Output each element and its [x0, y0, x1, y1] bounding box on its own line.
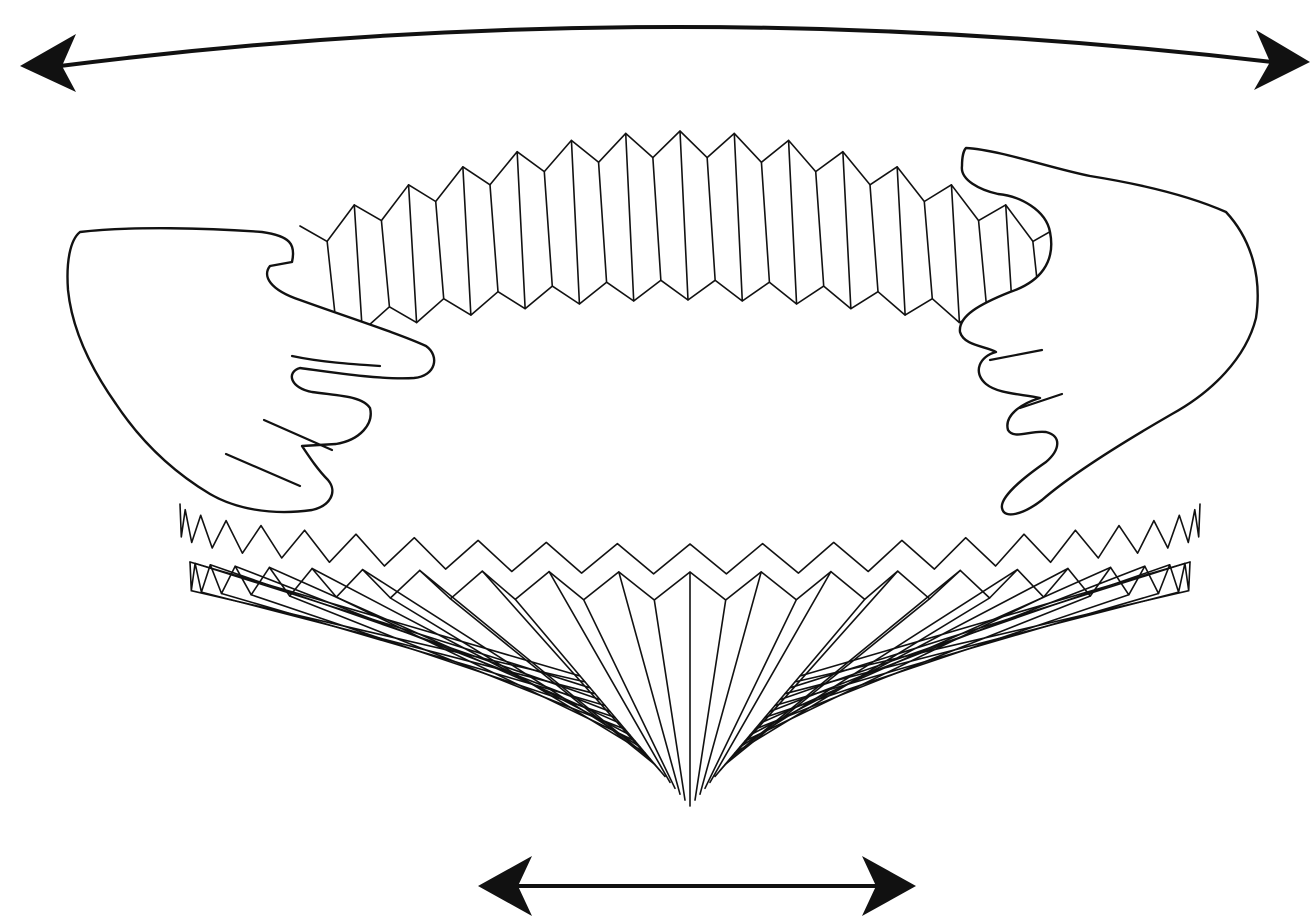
back-pleat-line [599, 162, 607, 282]
arrow-head-left [20, 34, 76, 92]
front-pleat-line [390, 598, 645, 753]
back-pleat-line [571, 140, 579, 304]
front-pleat-line [750, 569, 1068, 736]
left-hand [68, 228, 435, 512]
back-pleat-line [327, 241, 335, 315]
front-pleat-line [450, 599, 655, 765]
front-pleat-line [584, 600, 675, 789]
back-pleat-line [789, 140, 797, 304]
back-pleat-line [734, 133, 742, 301]
back-pleat-line [870, 185, 878, 292]
back-pleat-line [761, 162, 769, 282]
back-pleat-line [653, 158, 661, 281]
back-pleat-line [897, 167, 905, 315]
wide-stretch-arrow [20, 27, 1310, 92]
back-pleat-line [979, 221, 987, 307]
back-pleat-line [707, 158, 715, 281]
back-pleat-line [409, 185, 417, 323]
back-pleat-line [436, 201, 444, 298]
front-pleat-line [800, 562, 1190, 676]
pleated-band-top-rim [300, 131, 1068, 340]
front-pleat-line [705, 600, 796, 789]
pleated-band-bottom-fan [180, 504, 1200, 806]
narrow-base-arrow [478, 856, 916, 916]
back-pleat-line [626, 133, 634, 301]
front-pleat-line [795, 591, 1189, 682]
back-pleat-line [843, 152, 851, 309]
back-pleat-line [816, 172, 824, 287]
back-pleat-line [354, 205, 362, 331]
right-hand [960, 148, 1258, 514]
back-pleat-line [490, 185, 498, 292]
back-pleat-line [381, 221, 389, 307]
back-pleat-line [517, 152, 525, 309]
back-pleat-line [463, 167, 471, 315]
back-pleat-line [680, 131, 688, 300]
back-pleat-line [924, 201, 932, 298]
back-pleat-line [544, 172, 552, 287]
front-pleat-line [201, 592, 595, 694]
back-pleat-line [951, 185, 959, 323]
